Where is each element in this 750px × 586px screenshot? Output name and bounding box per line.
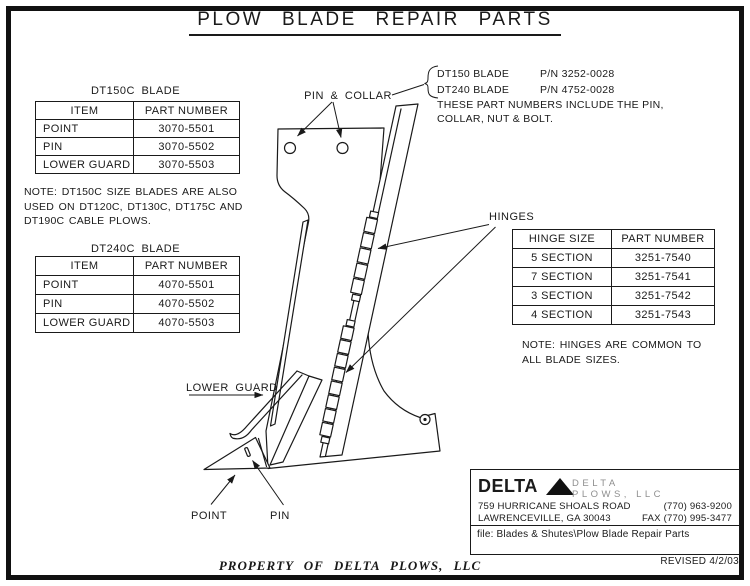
address-row: 759 HURRICANE SHOALS ROAD (770) 963-9200 xyxy=(478,501,732,512)
cell-part-number: 3251-7542 xyxy=(611,286,715,306)
note-line: ALL BLADE SIZES. xyxy=(522,353,621,366)
company-line: DELTA xyxy=(572,478,619,489)
pn-number: P/N 4752-0028 xyxy=(540,84,615,96)
cell-part-number: 3251-7543 xyxy=(611,305,715,325)
col-header-part-number: PART NUMBER xyxy=(133,256,240,276)
title-block: DELTA DELTA PLOWS, LLC 759 HURRICANE SHO… xyxy=(470,469,740,555)
cell-hinge-size: 7 SECTION xyxy=(512,267,612,287)
table-row: 4 SECTION 3251-7543 xyxy=(512,305,715,325)
label-pin: PIN xyxy=(270,510,290,522)
cell-hinge-size: 3 SECTION xyxy=(512,286,612,306)
cell-part-number: 3070-5502 xyxy=(133,137,240,156)
hinges-note: NOTE: HINGES ARE COMMON TO ALL BLADE SIZ… xyxy=(522,338,701,367)
delta-logo-text: DELTA xyxy=(478,476,538,496)
label-hinges: HINGES xyxy=(489,211,534,223)
page-title-text: PLOW BLADE REPAIR PARTS xyxy=(189,9,561,36)
label-point: POINT xyxy=(191,510,227,522)
col-header-part-number: PART NUMBER xyxy=(133,101,240,120)
label-pin-collar: PIN & COLLAR xyxy=(304,90,392,102)
pn-blade: DT150 BLADE xyxy=(437,68,510,80)
col-header-item: ITEM xyxy=(35,256,134,276)
logo-row: DELTA xyxy=(478,477,574,495)
leader-lines xyxy=(189,66,496,505)
page-border xyxy=(6,6,744,580)
page-title: PLOW BLADE REPAIR PARTS xyxy=(0,9,750,36)
fax-number: FAX (770) 995-3477 xyxy=(642,513,732,524)
dt240c-table-title: DT240C BLADE xyxy=(90,243,181,255)
cell-part-number: 4070-5501 xyxy=(133,275,240,295)
point-shape xyxy=(204,438,270,470)
address-row: LAWRENCEVILLE, GA 30043 FAX (770) 995-34… xyxy=(478,513,732,524)
cell-part-number: 3070-5501 xyxy=(133,119,240,138)
pin-collar-hole-left xyxy=(285,143,296,154)
hinge-strip xyxy=(318,104,418,457)
pn-row: DT150 BLADE P/N 3252-0028 xyxy=(437,66,664,82)
table-row: 3 SECTION 3251-7542 xyxy=(512,286,715,306)
note-line: NOTE: HINGES ARE COMMON TO xyxy=(522,339,702,351)
table-row: POINT 4070-5501 xyxy=(35,275,240,295)
table-row: LOWER GUARD 4070-5503 xyxy=(35,313,240,333)
pn-note-line: THESE PART NUMBERS INCLUDE THE PIN, xyxy=(437,99,664,111)
cell-item: PIN xyxy=(35,294,134,314)
pn-number: P/N 3252-0028 xyxy=(540,68,615,80)
revised-date: REVISED 4/2/03 xyxy=(660,556,739,567)
cell-part-number: 3070-5503 xyxy=(133,155,240,174)
table-row: LOWER GUARD 3070-5503 xyxy=(35,155,240,174)
hinge-sections xyxy=(318,211,379,444)
note-line: NOTE: DT150C SIZE BLADES ARE ALSO xyxy=(24,186,238,198)
dt150c-table: ITEM PART NUMBER POINT 3070-5501 PIN 307… xyxy=(35,101,240,174)
file-path: file: Blades & Shutes\Plow Blade Repair … xyxy=(477,529,690,540)
company-name: DELTA PLOWS, LLC xyxy=(572,478,665,500)
cell-hinge-size: 5 SECTION xyxy=(512,248,612,268)
title-block-divider xyxy=(471,525,739,526)
cell-item: POINT xyxy=(35,275,134,295)
col-header-hinge-size: HINGE SIZE xyxy=(512,229,612,249)
guard-rail xyxy=(271,220,309,426)
address-line: 759 HURRICANE SHOALS ROAD xyxy=(478,501,631,512)
cell-part-number: 4070-5503 xyxy=(133,313,240,333)
pn-blade: DT240 BLADE xyxy=(437,84,510,96)
cell-part-number: 3251-7540 xyxy=(611,248,715,268)
pn-note-line: COLLAR, NUT & BOLT. xyxy=(437,113,554,125)
table-row: 7 SECTION 3251-7541 xyxy=(512,267,715,287)
table-header-row: HINGE SIZE PART NUMBER xyxy=(512,229,715,249)
table-header-row: ITEM PART NUMBER xyxy=(35,256,240,276)
company-line: PLOWS, LLC xyxy=(572,488,665,500)
address-line: LAWRENCEVILLE, GA 30043 xyxy=(478,513,611,524)
cell-item: LOWER GUARD xyxy=(35,155,134,174)
pin-collar-hole-right xyxy=(337,143,348,154)
note-line: USED ON DT120C, DT130C, DT175C AND xyxy=(24,200,243,213)
pn-row: DT240 BLADE P/N 4752-0028 xyxy=(437,82,664,98)
table-row: PIN 4070-5502 xyxy=(35,294,240,314)
brace xyxy=(425,66,439,98)
point-pin xyxy=(244,447,250,456)
lower-guard xyxy=(230,371,322,465)
hinges-table: HINGE SIZE PART NUMBER 5 SECTION 3251-75… xyxy=(512,229,715,325)
col-header-item: ITEM xyxy=(35,101,134,120)
table-header-row: ITEM PART NUMBER xyxy=(35,101,240,120)
cell-part-number: 4070-5502 xyxy=(133,294,240,314)
cell-part-number: 3251-7541 xyxy=(611,267,715,287)
table-row: 5 SECTION 3251-7540 xyxy=(512,248,715,268)
label-lower-guard: LOWER GUARD xyxy=(186,382,278,394)
dt240c-table: ITEM PART NUMBER POINT 4070-5501 PIN 407… xyxy=(35,256,240,333)
col-header-part-number: PART NUMBER xyxy=(611,229,715,249)
property-note: PROPERTY OF DELTA PLOWS, LLC xyxy=(100,557,600,575)
table-row: PIN 3070-5502 xyxy=(35,137,240,156)
part-numbers-note: DT150 BLADE P/N 3252-0028 DT240 BLADE P/… xyxy=(437,66,664,126)
cell-item: POINT xyxy=(35,119,134,138)
property-note-text: PROPERTY OF DELTA PLOWS, LLC xyxy=(218,558,482,573)
pivot-pin-center xyxy=(423,417,427,422)
phone-number: (770) 963-9200 xyxy=(663,501,732,512)
cell-item: LOWER GUARD xyxy=(35,313,134,333)
note-line: DT190C CABLE PLOWS. xyxy=(24,215,152,228)
cell-item: PIN xyxy=(35,137,134,156)
delta-triangle-icon xyxy=(545,478,574,495)
dt150c-note: NOTE: DT150C SIZE BLADES ARE ALSO USED O… xyxy=(24,185,243,229)
dt150c-table-title: DT150C BLADE xyxy=(90,85,181,97)
cell-hinge-size: 4 SECTION xyxy=(512,305,612,325)
table-row: POINT 3070-5501 xyxy=(35,119,240,138)
